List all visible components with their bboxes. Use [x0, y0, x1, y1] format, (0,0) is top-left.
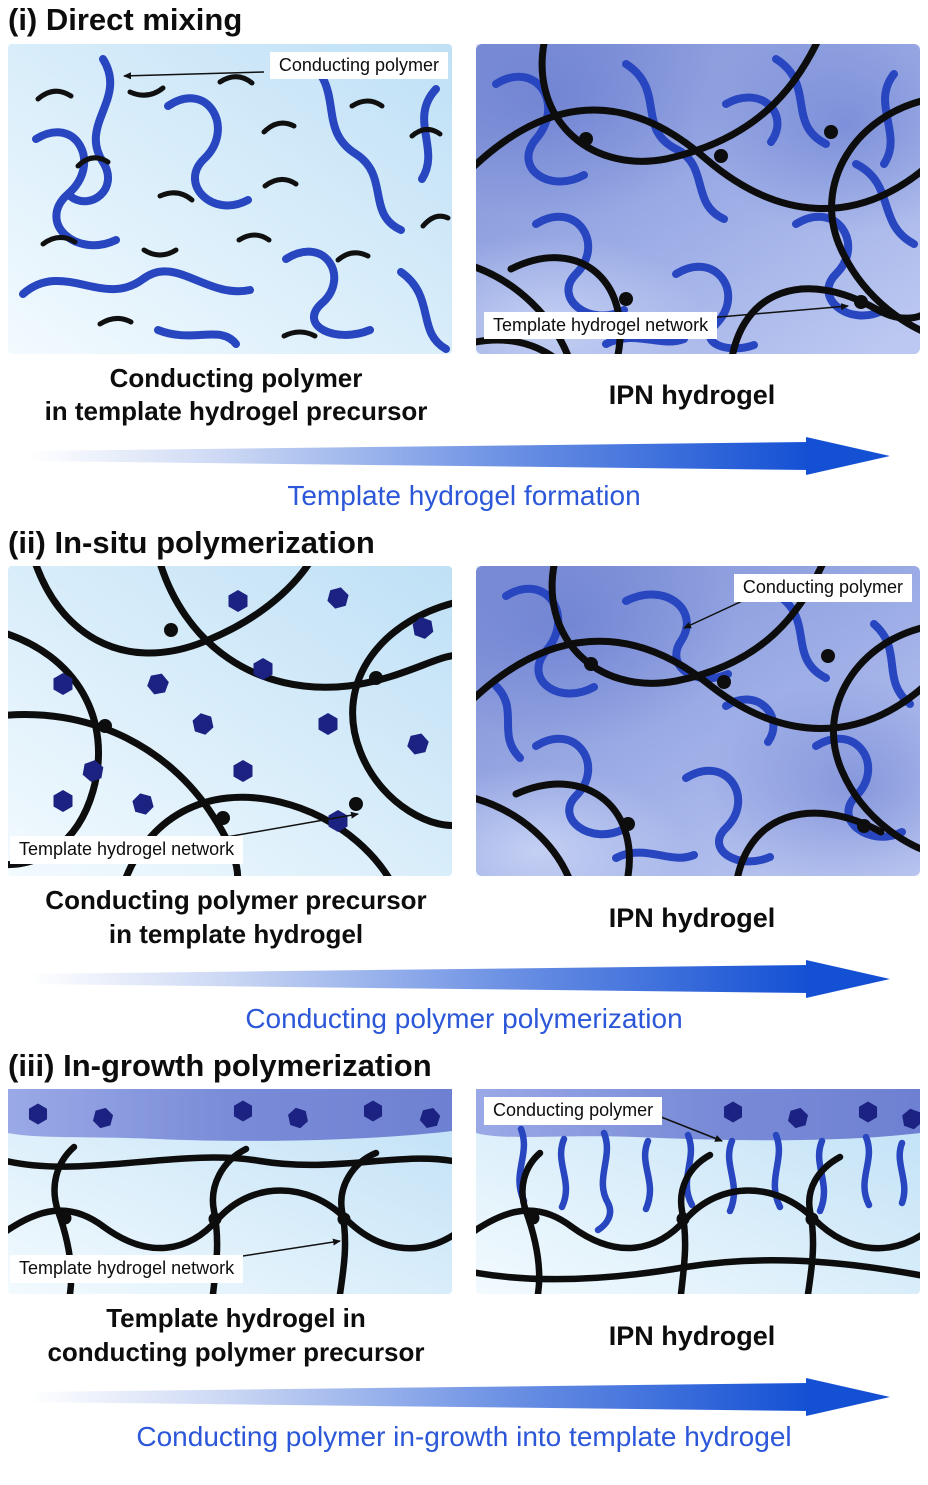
illustration-precursor-in-hydrogel — [8, 566, 452, 877]
caption-line: Conducting polymer — [109, 362, 363, 393]
caption-line: Conducting polymer precursor — [45, 885, 427, 916]
illustration-ipn-hydrogel-i — [476, 43, 920, 354]
process-arrow-icon — [28, 437, 890, 476]
left-panel-caption: Template hydrogel in conducting polymer … — [8, 1302, 464, 1370]
annotation-conducting-polymer: Conducting polymer — [269, 51, 448, 80]
crosslink-nodes — [584, 649, 871, 834]
annotation-conducting-polymer: Conducting polymer — [484, 1097, 663, 1125]
panel-in-growth-ipn: Conducting polymer — [476, 1089, 920, 1295]
panel-in-growth-precursor: Template hydrogel network — [8, 1089, 452, 1295]
section-title-in-growth: (iii) In-growth polymerization — [8, 1047, 432, 1083]
caption-line: Template hydrogel in — [106, 1303, 366, 1334]
panel-row-ii: Template hydrogel network — [0, 566, 928, 877]
illustration-ipn-hydrogel-ii — [476, 566, 920, 877]
crosslink-nodes — [58, 1211, 351, 1226]
section-title-direct-mixing: (i) Direct mixing — [8, 2, 243, 37]
process-arrow-icon — [28, 1377, 890, 1416]
process-arrow-block-iii: Conducting polymer in-growth into templa… — [0, 1376, 928, 1454]
annotation-template-hydrogel-network: Template hydrogel network — [484, 311, 718, 340]
crosslink-nodes — [579, 124, 868, 309]
annotation-template-hydrogel-network: Template hydrogel network — [10, 1255, 244, 1283]
annotation-pointer-line — [655, 1114, 723, 1142]
annotation-pointer-line — [123, 70, 265, 79]
caption-row-i: Conducting polymer in template hydrogel … — [0, 362, 928, 430]
hydrogel-network-curves — [476, 566, 920, 877]
section-in-growth-polymerization: (iii) In-growth polymerization — [0, 1048, 928, 1454]
process-arrow-block-ii: Conducting polymer polymerization — [0, 958, 928, 1036]
annotation-template-hydrogel-network: Template hydrogel network — [10, 836, 244, 865]
caption-row-ii: Conducting polymer precursor in template… — [0, 884, 928, 952]
section-title-in-situ: (ii) In-situ polymerization — [8, 524, 375, 560]
panel-row-iii: Template hydrogel network — [0, 1089, 928, 1295]
crosslink-nodes — [98, 623, 383, 826]
annotation-conducting-polymer: Conducting polymer — [733, 574, 912, 603]
illustration-hydrogel-in-precursor — [8, 1089, 452, 1295]
panel-direct-mixing-precursor: Conducting polymer — [8, 43, 452, 354]
hydrogel-network-curves — [476, 43, 920, 354]
process-arrow-label: Conducting polymer polymerization — [245, 1003, 683, 1035]
panel-in-situ-precursor: Template hydrogel network — [8, 566, 452, 877]
illustration-polymer-in-precursor — [8, 43, 452, 354]
left-panel-caption: Conducting polymer precursor in template… — [8, 884, 464, 952]
crosslink-nodes — [526, 1211, 819, 1226]
caption-line: in template hydrogel precursor — [44, 396, 428, 427]
panel-row-i: Conducting polymer — [0, 43, 928, 354]
right-panel-caption: IPN hydrogel — [608, 1320, 776, 1351]
hydrogel-precursor-chains — [35, 73, 451, 339]
illustration-ipn-hydrogel-iii — [476, 1089, 920, 1295]
left-panel-caption: Conducting polymer in template hydrogel … — [8, 362, 464, 430]
process-arrow-icon — [28, 960, 890, 999]
section-direct-mixing: (i) Direct mixing — [0, 2, 928, 513]
caption-row-iii: Template hydrogel in conducting polymer … — [0, 1302, 928, 1370]
panel-direct-mixing-ipn: Template hydrogel network — [476, 43, 920, 354]
right-panel-caption: IPN hydrogel — [608, 902, 776, 933]
caption-line: in template hydrogel — [108, 919, 364, 950]
section-in-situ-polymerization: (ii) In-situ polymerization — [0, 525, 928, 1036]
process-arrow-label: Template hydrogel formation — [287, 480, 641, 512]
precursor-solution-strip — [8, 1089, 452, 1142]
right-panel-caption: IPN hydrogel — [608, 379, 776, 410]
panel-in-situ-ipn: Conducting polymer — [476, 566, 920, 877]
caption-line: conducting polymer precursor — [47, 1337, 425, 1368]
process-arrow-block-i: Template hydrogel formation — [0, 435, 928, 513]
process-arrow-label: Conducting polymer in-growth into templa… — [136, 1420, 792, 1452]
